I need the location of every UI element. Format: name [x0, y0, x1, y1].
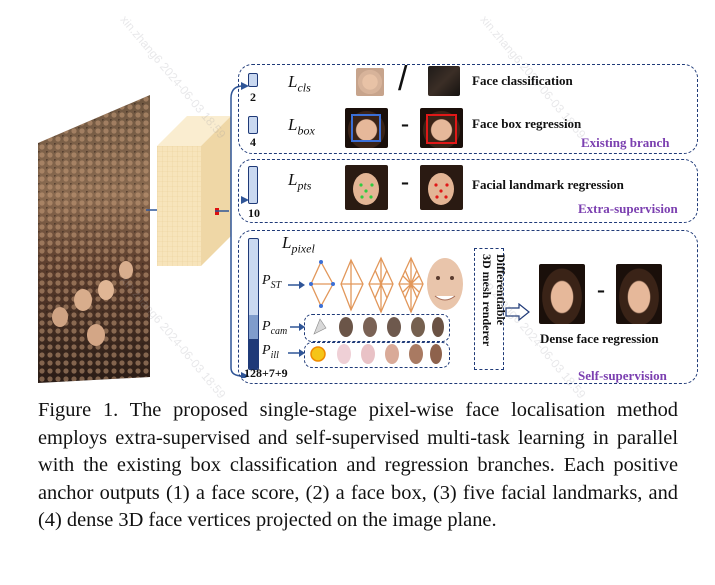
box-vector-icon: [248, 116, 258, 134]
param-st: PST: [262, 273, 282, 291]
pred-landmark-face-thumbnail: [420, 165, 463, 210]
cls-vector-icon: [248, 73, 258, 87]
camera-pose-heads: [313, 317, 444, 337]
param-cam: Pcam: [262, 319, 288, 337]
face-classification-label: Face classification: [472, 73, 573, 88]
loss-pixel: Lpixel: [282, 233, 315, 256]
extra-supervision-label: Extra-supervision: [578, 201, 678, 216]
self-supervision-label: Self-supervision: [578, 368, 667, 383]
illumination-faces: [310, 344, 442, 364]
renderer-label-line2: 3D mesh renderer: [480, 254, 494, 347]
pixel-dim: 128+7+9: [244, 366, 288, 380]
renderer-to-dense-arrow: [505, 303, 530, 321]
illumination-params-group: [304, 342, 450, 368]
input-face-thumbnail: [616, 264, 662, 324]
pts-dim: 10: [248, 206, 260, 220]
self-supervision-panel: [238, 230, 698, 384]
face-sample-thumbnail: [356, 68, 384, 96]
renderer-label-line1: Differentiable: [494, 254, 508, 326]
param-ill: Pill: [262, 343, 279, 361]
figure-caption: Figure 1. The proposed single-stage pixe…: [38, 399, 678, 531]
renderer-label: Differentiable 3D mesh renderer: [480, 254, 508, 346]
existing-branch-panel: [238, 64, 698, 154]
pts-minus-sign: -: [401, 169, 409, 195]
feature-map-cube: [157, 116, 231, 266]
existing-branch-label: Existing branch: [581, 135, 670, 150]
cam-arrow: [290, 323, 305, 331]
camera-params-group: [304, 314, 450, 342]
loss-pts: Lpts: [288, 170, 312, 193]
loss-cls: Lcls: [288, 72, 311, 95]
st-arrow: [288, 281, 305, 289]
cls-dim: 2: [250, 90, 256, 104]
facial-landmark-regression-label: Facial landmark regression: [472, 177, 624, 192]
dense-minus-sign: -: [597, 277, 605, 303]
ill-arrow: [288, 349, 305, 357]
slash-separator: /: [398, 60, 408, 98]
box-minus-sign: -: [401, 111, 409, 137]
box-dim: 4: [250, 135, 256, 149]
face-box-regression-label: Face box regression: [472, 116, 582, 131]
pred-box-red: [426, 114, 457, 144]
loss-box: Lbox: [288, 115, 315, 138]
gt-box-blue: [351, 114, 381, 142]
dense-face-regression-label: Dense face regression: [540, 331, 659, 346]
crowd-image: [38, 95, 150, 383]
pixel-vector-bar: [248, 238, 259, 370]
mesh-progression: [309, 256, 463, 314]
gt-landmark-face-thumbnail: [345, 165, 388, 210]
mesh-renderer-box: [474, 248, 504, 370]
rendered-face-thumbnail: [539, 264, 585, 324]
extra-supervision-panel: [238, 159, 698, 223]
pts-vector-icon: [248, 166, 258, 204]
non-face-sample-thumbnail: [428, 66, 460, 96]
